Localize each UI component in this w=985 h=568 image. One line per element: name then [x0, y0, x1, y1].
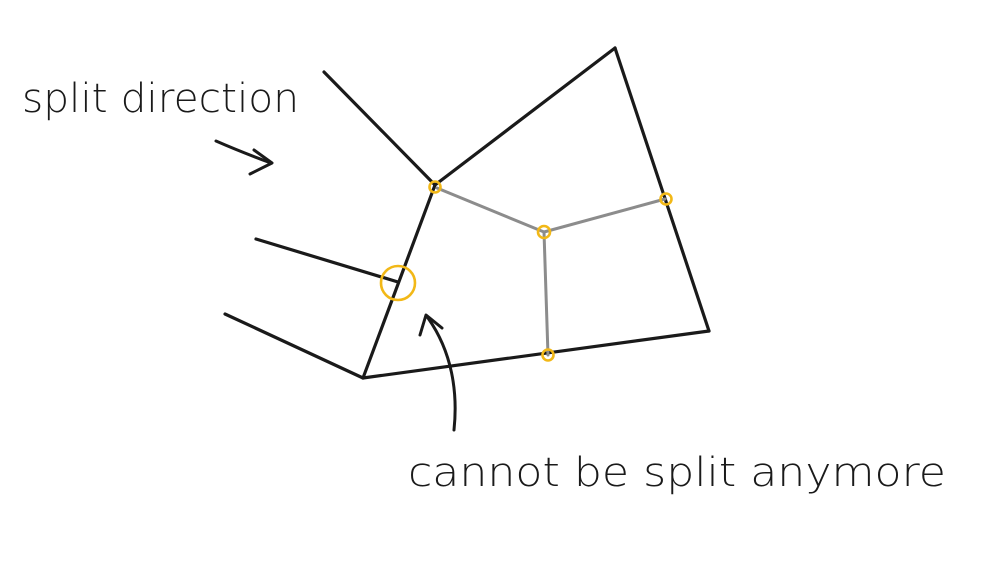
edge-bottom [361, 329, 711, 380]
split-direction-label: split direction [22, 76, 299, 122]
split-point-center [536, 224, 552, 240]
split-direction-arrow-icon [214, 139, 274, 176]
unsplittable-point-circle [379, 264, 417, 302]
split-point-top [428, 180, 442, 194]
edge-top-left-diagonal [322, 70, 437, 187]
edge-left-incoming-middle [254, 237, 400, 284]
split-point-right [659, 192, 673, 206]
cannot-split-arrow-icon [418, 313, 457, 432]
outer-edges [223, 46, 711, 380]
split-points [379, 180, 673, 362]
gray-edge-top-left [435, 186, 546, 234]
split-point-bottom [541, 348, 555, 362]
cannot-split-label: cannot be split anymore [408, 450, 946, 496]
edge-left-incoming-bottom [223, 312, 365, 380]
gray-edge-top-right [542, 197, 667, 234]
interior-edges [435, 186, 667, 357]
gray-edge-vertical [542, 230, 550, 357]
edge-right-side [613, 46, 711, 333]
edge-top-right-diagonal [433, 46, 617, 187]
